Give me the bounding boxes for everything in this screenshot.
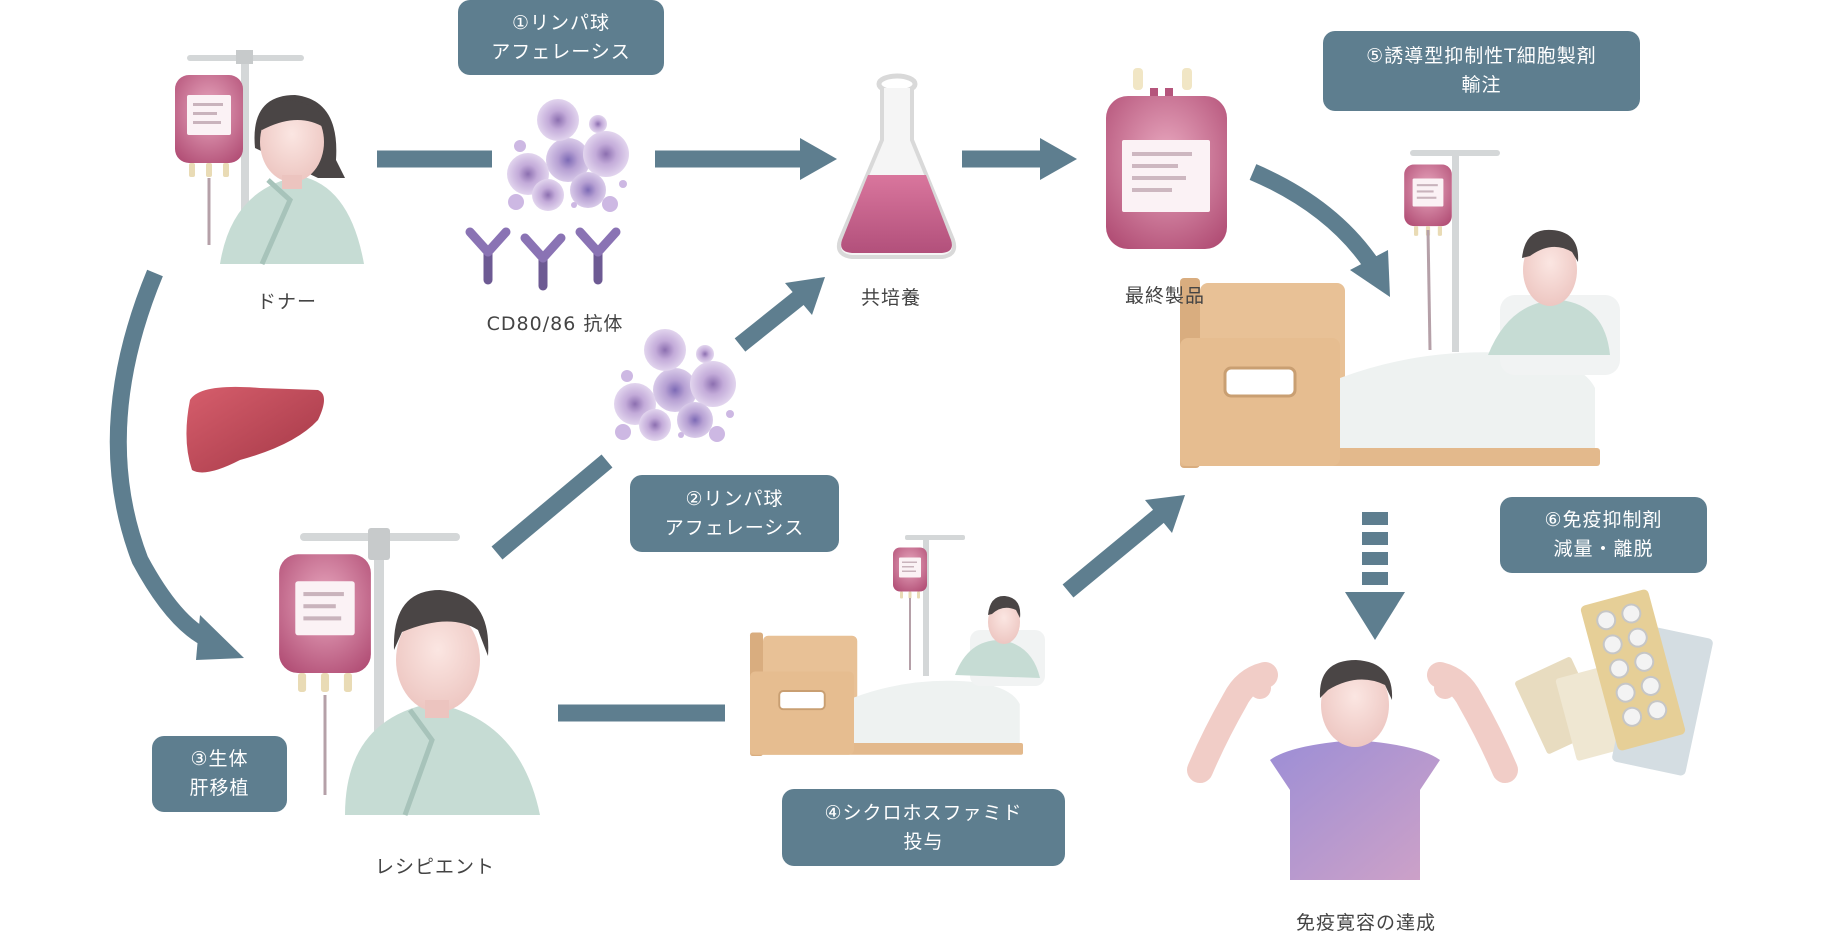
- coculture-label: 共培養: [860, 287, 922, 309]
- step-4-line1: ④シクロホスファミド: [824, 801, 1023, 824]
- final-product-label: 最終製品: [1124, 285, 1206, 307]
- donor-label: ドナー: [256, 291, 318, 313]
- step-4-box: ④シクロホスファミド 投与: [782, 789, 1065, 866]
- tolerance-label: 免疫寛容の達成: [1295, 912, 1437, 934]
- liver-icon: [186, 386, 324, 473]
- step-6-line1: ⑥免疫抑制剤: [1544, 509, 1663, 531]
- hospital-bed-icon: [1178, 150, 1620, 470]
- recipient-person-icon: [345, 590, 540, 816]
- flow-arrows: [109, 138, 1405, 722]
- cell-product-bag-icon: [1106, 68, 1227, 249]
- recipient-label: レシピエント: [374, 856, 496, 878]
- iv-bag-icon: [175, 75, 243, 177]
- step-3-line1: ③生体: [190, 748, 249, 770]
- recipient-iv-stand: [300, 528, 460, 780]
- step-6-box: ⑥免疫抑制剤 減量・離脱: [1500, 497, 1707, 573]
- step-5-box: ⑤誘導型抑制性T細胞製剤 輸注: [1323, 31, 1640, 111]
- step-2-box: ②リンパ球 アフェレーシス: [630, 475, 839, 552]
- step-4-line2: 投与: [903, 830, 944, 853]
- step-1-box: ①リンパ球 アフェレーシス: [458, 0, 664, 75]
- step-1-line1: ①リンパ球: [511, 11, 611, 34]
- strong-person-icon: [1187, 660, 1518, 880]
- antibody-icon: [470, 232, 506, 280]
- step-6-line2: 減量・離脱: [1553, 538, 1654, 560]
- lymphocyte-cluster-icon: [507, 99, 629, 212]
- step-5-line2: 輸注: [1461, 74, 1502, 96]
- step-1-line2: アフェレーシス: [491, 40, 631, 63]
- step-2-line1: ②リンパ球: [685, 487, 784, 510]
- lymphocyte-cluster-icon: [614, 329, 736, 442]
- antibody-label: CD80/86 抗体: [486, 313, 624, 335]
- antibody-icon: [525, 238, 561, 286]
- hospital-bed-icon: [749, 535, 1045, 757]
- step-3-line2: 肝移植: [189, 777, 250, 799]
- step-2-line2: アフェレーシス: [664, 516, 805, 539]
- step-5-line1: ⑤誘導型抑制性T細胞製剤: [1366, 45, 1597, 67]
- iv-bag-icon: [279, 554, 371, 692]
- culture-flask-icon: [836, 73, 957, 259]
- step-3-box: ③生体 肝移植: [152, 736, 287, 812]
- donor-person-icon: [220, 95, 364, 266]
- antibody-icon: [580, 232, 616, 280]
- donor-iv-stand: [187, 50, 304, 255]
- pill-pack-icon: [1515, 589, 1713, 776]
